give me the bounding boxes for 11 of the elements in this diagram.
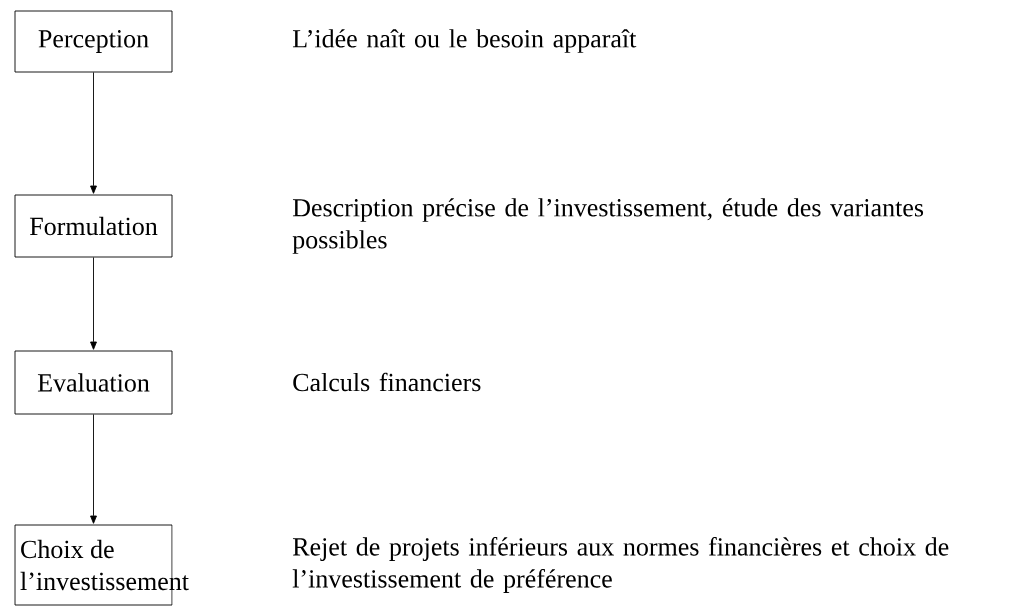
description-text: Description précise de l’investissement, étude des variantes possibles <box>292 198 924 254</box>
process-box: Evaluation <box>14 350 173 415</box>
arrow <box>90 257 97 350</box>
process-box: Perception <box>14 10 173 73</box>
description-text: Calculs financiers <box>293 372 481 392</box>
arrow <box>90 414 97 524</box>
description-text: L’idée naît ou le besoin apparaît <box>292 29 637 53</box>
arrow <box>90 72 97 194</box>
process-box: Choix de l’investissement <box>14 524 189 606</box>
process-box: Formulation <box>14 194 173 258</box>
description-text: Rejet de projets inférieurs aux normes financières et choix de l’investissement de préférence <box>292 537 949 593</box>
